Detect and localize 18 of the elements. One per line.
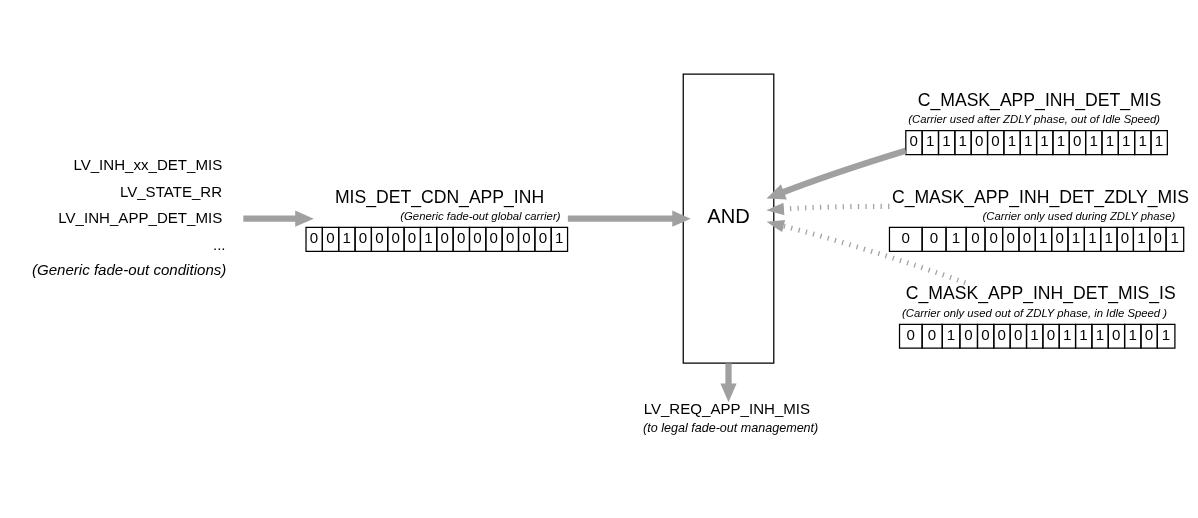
- node-text: LV_INH_xx_DET_MIS LV_STATE_RR LV_INH_APP_DET_MIS ...: [58, 155, 226, 253]
- node-label: MIS_DET_CDN_APP_INH: [334, 186, 545, 207]
- node-label: (Carrier only used out of ZDLY phase, in Idle Speed ): [902, 306, 1168, 319]
- node-label: C_MASK_APP_INH_DET_MIS: [917, 89, 1162, 110]
- arrow: [567, 210, 691, 227]
- arrow: [243, 210, 314, 227]
- node-label: (Generic fade-out conditions): [31, 260, 227, 278]
- node-label: C_MASK_APP_INH_DET_ZDLY_MIS: [891, 186, 1189, 207]
- arrow: [720, 362, 737, 402]
- node-label: (Carrier only used during ZDLY phase): [982, 209, 1176, 222]
- node-text: LV_REQ_APP_INH_MIS (to legal fade-out management): [643, 399, 819, 435]
- node-label: (Generic fade-out global carrier): [400, 209, 561, 222]
- node-label: (Carrier used after ZDLY phase, out of Idle Speed): [908, 112, 1161, 125]
- node-box: AND: [682, 72, 775, 364]
- arrow: [766, 202, 890, 215]
- arrow: [766, 219, 967, 285]
- arrow: [766, 147, 907, 199]
- node-label: C_MASK_APP_INH_DET_MIS_IS: [905, 282, 1176, 303]
